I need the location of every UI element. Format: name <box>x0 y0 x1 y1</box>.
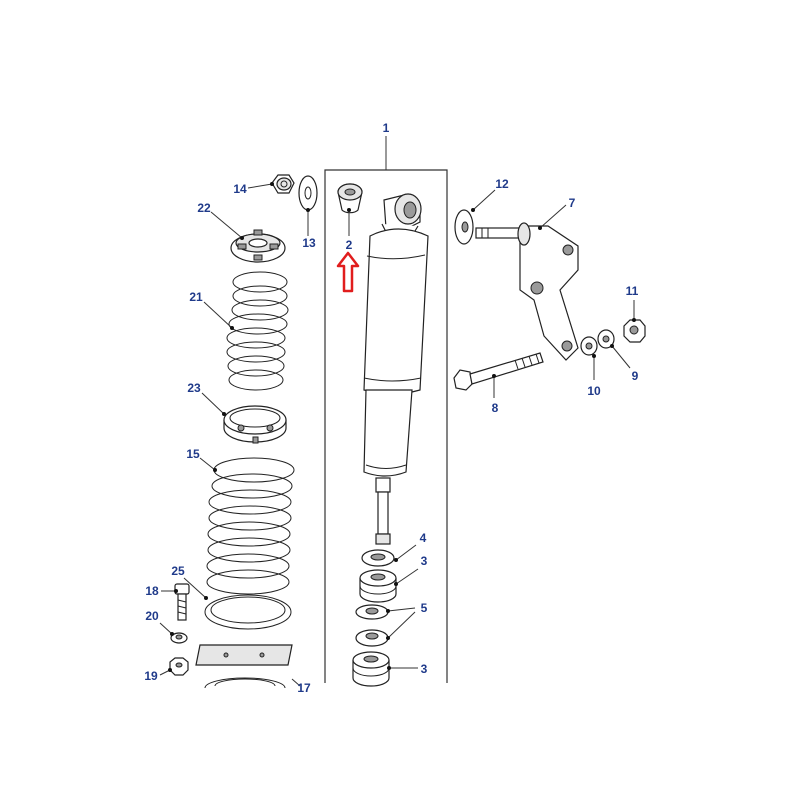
callout-4: 4 <box>420 531 427 545</box>
callout-19: 19 <box>144 669 158 683</box>
callout-9: 9 <box>632 369 639 383</box>
callout-labels: 1 2 14 13 22 21 23 15 25 18 20 19 17 4 3… <box>144 121 638 695</box>
part-20-washer <box>170 632 188 644</box>
part-17-plate <box>195 644 293 666</box>
callout-25: 25 <box>171 564 185 578</box>
part-19-nut <box>169 657 189 676</box>
callout-10: 10 <box>587 384 601 398</box>
part-11-nut <box>623 319 646 343</box>
part-18-bolt <box>174 583 190 621</box>
callout-5: 5 <box>421 601 428 615</box>
shock-absorber <box>363 193 429 545</box>
callout-20: 20 <box>145 609 159 623</box>
callout-17: 17 <box>297 681 311 695</box>
part-22-spring-seat <box>230 229 286 263</box>
part-5-washer-lower <box>355 629 389 647</box>
part-25-spring-isolator-ring <box>204 594 292 630</box>
part-14-nut <box>271 174 295 194</box>
part-3-upper-bush <box>359 569 397 603</box>
arrow-up-outline-icon <box>336 251 360 293</box>
callout-8: 8 <box>492 401 499 415</box>
callout-14: 14 <box>233 182 247 196</box>
leader-lines <box>159 136 636 687</box>
callout-2: 2 <box>346 238 353 252</box>
part-12-washer <box>454 209 474 245</box>
part-7-mounting-bracket <box>475 222 579 361</box>
callout-11: 11 <box>626 284 639 298</box>
callout-1: 1 <box>383 121 390 135</box>
part-23-spring-retainer <box>223 405 287 444</box>
part-4-washer <box>361 549 395 567</box>
part-8-long-bolt <box>453 352 544 391</box>
callout-21: 21 <box>189 290 203 304</box>
part-2-bush <box>337 183 363 214</box>
part-21-upper-coil-spring <box>226 271 289 391</box>
callout-18: 18 <box>145 584 159 598</box>
lower-spring-seat <box>204 677 286 689</box>
part-13-washer <box>298 175 318 211</box>
callout-13: 13 <box>302 236 316 250</box>
part-3-lower-bush <box>352 651 390 687</box>
callout-7: 7 <box>569 196 576 210</box>
callout-3-lower: 3 <box>421 662 428 676</box>
part-10-washer <box>580 336 598 356</box>
part-9-spring-washer <box>597 329 615 349</box>
part-15-lower-coil-spring <box>206 457 295 595</box>
callout-22: 22 <box>197 201 211 215</box>
callout-23: 23 <box>187 381 201 395</box>
callout-3-upper: 3 <box>421 554 428 568</box>
callout-12: 12 <box>495 177 509 191</box>
callout-15: 15 <box>186 447 200 461</box>
part-5-washer-upper <box>355 604 389 620</box>
